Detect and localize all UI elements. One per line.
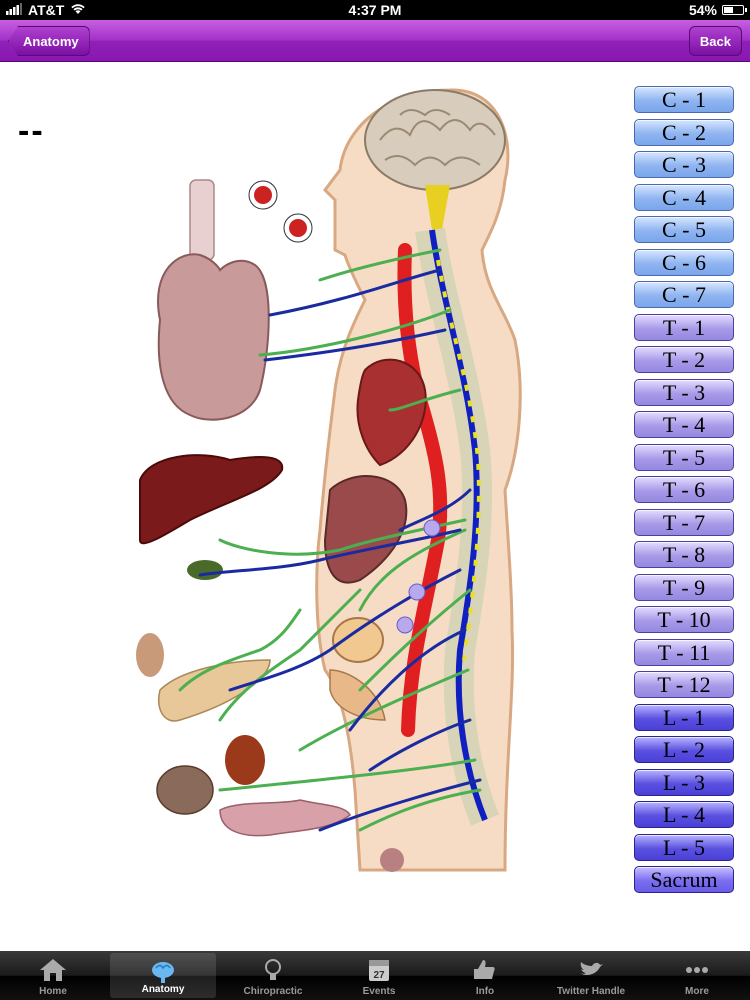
ganglion	[423, 519, 441, 537]
vertebra-button-t-5[interactable]: T - 5	[634, 443, 734, 471]
more-icon	[644, 957, 750, 983]
bird-icon	[538, 957, 644, 983]
ganglion	[396, 616, 414, 634]
intestine-lower	[329, 669, 386, 721]
tab-label: Chiropractic	[243, 986, 303, 997]
vertebra-button-t-8[interactable]: T - 8	[634, 541, 734, 568]
ganglion	[408, 583, 426, 601]
gland-center	[254, 186, 272, 204]
vertebra-button-l-4[interactable]: L - 4	[634, 801, 734, 828]
thumbs-up-icon	[432, 957, 538, 983]
vertebra-button-t-7[interactable]: T - 7	[634, 508, 734, 536]
wifi-icon	[70, 2, 86, 18]
vertebra-button-c-7[interactable]: C - 7	[634, 281, 734, 308]
vertebra-button-t-9[interactable]: T - 9	[634, 573, 734, 601]
kidney	[225, 735, 265, 785]
battery: 54%	[688, 2, 747, 18]
brain-icon	[110, 959, 216, 985]
battery-icon	[722, 5, 747, 15]
tab-info[interactable]: Info	[432, 951, 538, 1000]
nervous-system-illustration	[136, 88, 522, 872]
vertebra-button-l-5[interactable]: L - 5	[634, 833, 734, 861]
brainstem	[425, 185, 450, 230]
vertebra-button-l-1[interactable]: L - 1	[634, 703, 734, 731]
vertebra-button-t-3[interactable]: T - 3	[634, 378, 734, 406]
lungs	[157, 253, 270, 421]
status-bar: AT&T 4:37 PM 54%	[0, 0, 750, 20]
vertebra-button-t-4[interactable]: T - 4	[634, 411, 734, 438]
small-organ	[380, 848, 404, 872]
lightbulb-icon	[220, 957, 326, 983]
selection-indicator: --	[18, 112, 45, 150]
spleen	[136, 633, 164, 677]
battery-percent: 54%	[688, 2, 717, 18]
brain	[364, 89, 506, 191]
tab-home[interactable]: Home	[0, 951, 106, 1000]
back-anatomy-button[interactable]: Anatomy	[8, 26, 90, 56]
tab-label: Anatomy	[141, 984, 185, 995]
tab-twitter-handle[interactable]: Twitter Handle	[538, 951, 644, 1000]
pancreas	[158, 659, 271, 722]
vertebra-button-c-5[interactable]: C - 5	[634, 216, 734, 243]
vertebra-button-c-6[interactable]: C - 6	[634, 248, 734, 276]
tab-anatomy[interactable]: Anatomy	[110, 953, 216, 998]
vertebra-list: C - 1 C - 2 C - 3 C - 4 C - 5 C - 6 C - 7 T - 1…	[634, 86, 734, 899]
gland-center	[289, 219, 307, 237]
vertebra-button-t-1[interactable]: T - 1	[634, 313, 734, 341]
home-icon	[0, 957, 106, 983]
trachea	[189, 179, 215, 261]
intestine-upper	[332, 617, 384, 663]
carrier-label: AT&T	[28, 2, 65, 18]
tab-label: Home	[39, 986, 67, 997]
calendar-day: 27	[373, 970, 385, 981]
tab-label: More	[685, 986, 709, 997]
vertebra-button-t-2[interactable]: T - 2	[634, 346, 734, 373]
tab-label: Events	[362, 986, 396, 997]
carrier: AT&T	[6, 2, 86, 18]
tab-label: Info	[475, 986, 495, 997]
heart	[356, 358, 427, 467]
signal-icon	[6, 2, 22, 18]
spinal-cord	[429, 229, 488, 822]
aorta	[397, 243, 448, 737]
gallbladder	[187, 560, 223, 580]
vertebra-button-l-2[interactable]: L - 2	[634, 736, 734, 763]
stomach	[323, 475, 408, 584]
vertebra-button-t-11[interactable]: T - 11	[634, 638, 734, 666]
back-button[interactable]: Back	[688, 26, 742, 56]
tab-chiropractic[interactable]: Chiropractic	[220, 951, 326, 1000]
vertebra-button-c-4[interactable]: C - 4	[634, 183, 734, 211]
vertebra-button-sacrum[interactable]: Sacrum	[634, 866, 734, 893]
calendar-icon: 27	[326, 957, 432, 983]
vertebra-button-c-1[interactable]: C - 1	[634, 86, 734, 113]
vertebra-button-c-2[interactable]: C - 2	[634, 118, 734, 146]
ganglia	[436, 259, 481, 661]
tab-more[interactable]: More	[644, 951, 750, 1000]
brain-folds	[379, 109, 496, 167]
tab-label: Twitter Handle	[556, 986, 626, 997]
vertebra-button-t-6[interactable]: T - 6	[634, 476, 734, 503]
vertebra-button-t-12[interactable]: T - 12	[634, 671, 734, 698]
clock: 4:37 PM	[348, 2, 402, 18]
bladder	[156, 765, 214, 815]
vertebra-button-c-3[interactable]: C - 3	[634, 151, 734, 178]
vertebra-button-l-3[interactable]: L - 3	[634, 768, 734, 796]
sympathetic-nerves	[178, 248, 482, 832]
navigation-bar: Anatomy Back	[0, 20, 750, 62]
reproductive-organs	[219, 799, 351, 837]
vertebra-button-t-10[interactable]: T - 10	[634, 606, 734, 633]
liver	[139, 454, 284, 545]
battery-level	[724, 7, 734, 13]
